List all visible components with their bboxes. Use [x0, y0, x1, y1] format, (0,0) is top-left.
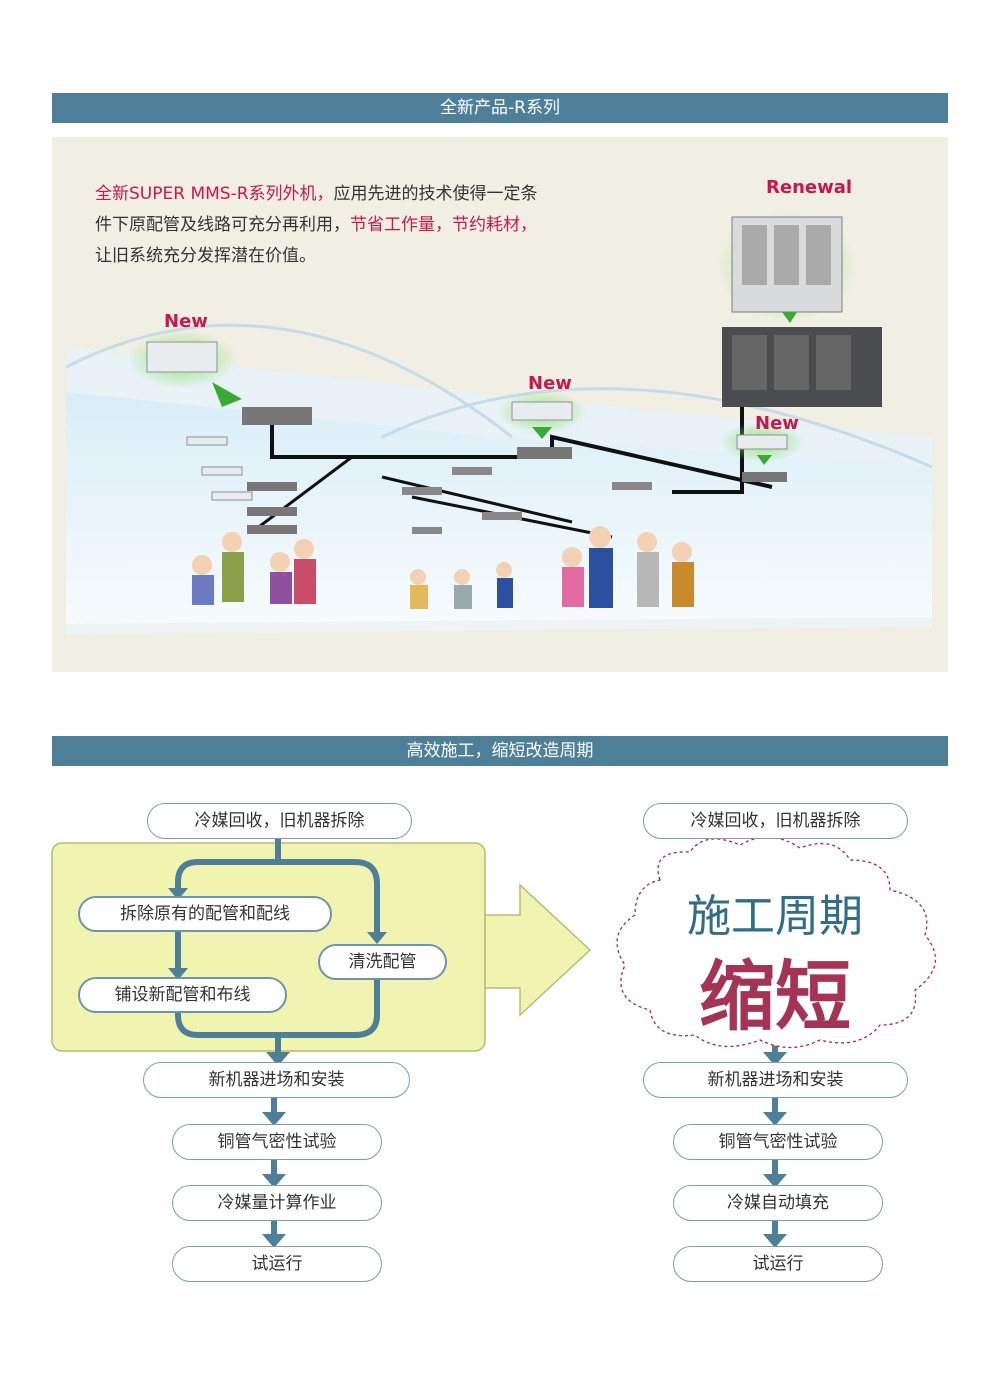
new-label: New [528, 373, 572, 394]
step-clean-piping: 清洗配管 [318, 944, 447, 980]
step-install-new: 新机器进场和安装 [643, 1062, 908, 1098]
big-right-arrow [484, 883, 592, 1017]
step-lay-new-piping: 铺设新配管和布线 [78, 977, 287, 1013]
section-title-bar: 全新产品-R系列 [52, 93, 948, 123]
cloud-highlight: 缩短 [699, 952, 851, 1041]
intro-line: 应用先进的技术使得一定条 [333, 184, 538, 204]
people-group [192, 526, 694, 609]
step-test-run: 试运行 [673, 1246, 883, 1282]
section-title: 全新产品-R系列 [440, 98, 560, 118]
section-title: 高效施工，缩短改造周期 [406, 741, 594, 761]
step-remove-old-piping: 拆除原有的配管和配线 [78, 896, 332, 932]
intro-text: 全新SUPER MMS-R系列外机，应用先进的技术使得一定条 件下原配管及线路可… [95, 179, 615, 272]
cloud-title: 施工周期 [687, 891, 863, 942]
indoor-unit-icon [127, 329, 242, 407]
step-install-new: 新机器进场和安装 [143, 1062, 410, 1098]
section-title-bar: 高效施工，缩短改造周期 [52, 736, 948, 766]
outdoor-unit-icon [717, 212, 882, 407]
step-test-run: 试运行 [172, 1246, 382, 1282]
step-recover-remove: 冷媒回收，旧机器拆除 [643, 803, 908, 839]
renewal-label: Renewal [766, 177, 853, 198]
step-refrigerant-calc: 冷媒量计算作业 [172, 1185, 382, 1221]
step-auto-fill: 冷媒自动填充 [673, 1185, 883, 1221]
new-label: New [164, 311, 208, 332]
step-airtight-test: 铜管气密性试验 [172, 1124, 382, 1160]
step-recover-remove: 冷媒回收，旧机器拆除 [147, 803, 412, 839]
step-airtight-test: 铜管气密性试验 [673, 1124, 883, 1160]
intro-highlight: 全新SUPER MMS-R系列外机， [95, 184, 334, 204]
office-illustration [65, 212, 933, 634]
new-label: New [755, 413, 799, 434]
intro-highlight: 节省工作量，节约耗材， [350, 215, 537, 235]
product-illustration-panel: 全新SUPER MMS-R系列外机，应用先进的技术使得一定条 件下原配管及线路可… [52, 137, 948, 672]
intro-line: 让旧系统充分发挥潜在价值。 [95, 246, 316, 266]
intro-line: 件下原配管及线路可充分再利用， [95, 215, 350, 235]
